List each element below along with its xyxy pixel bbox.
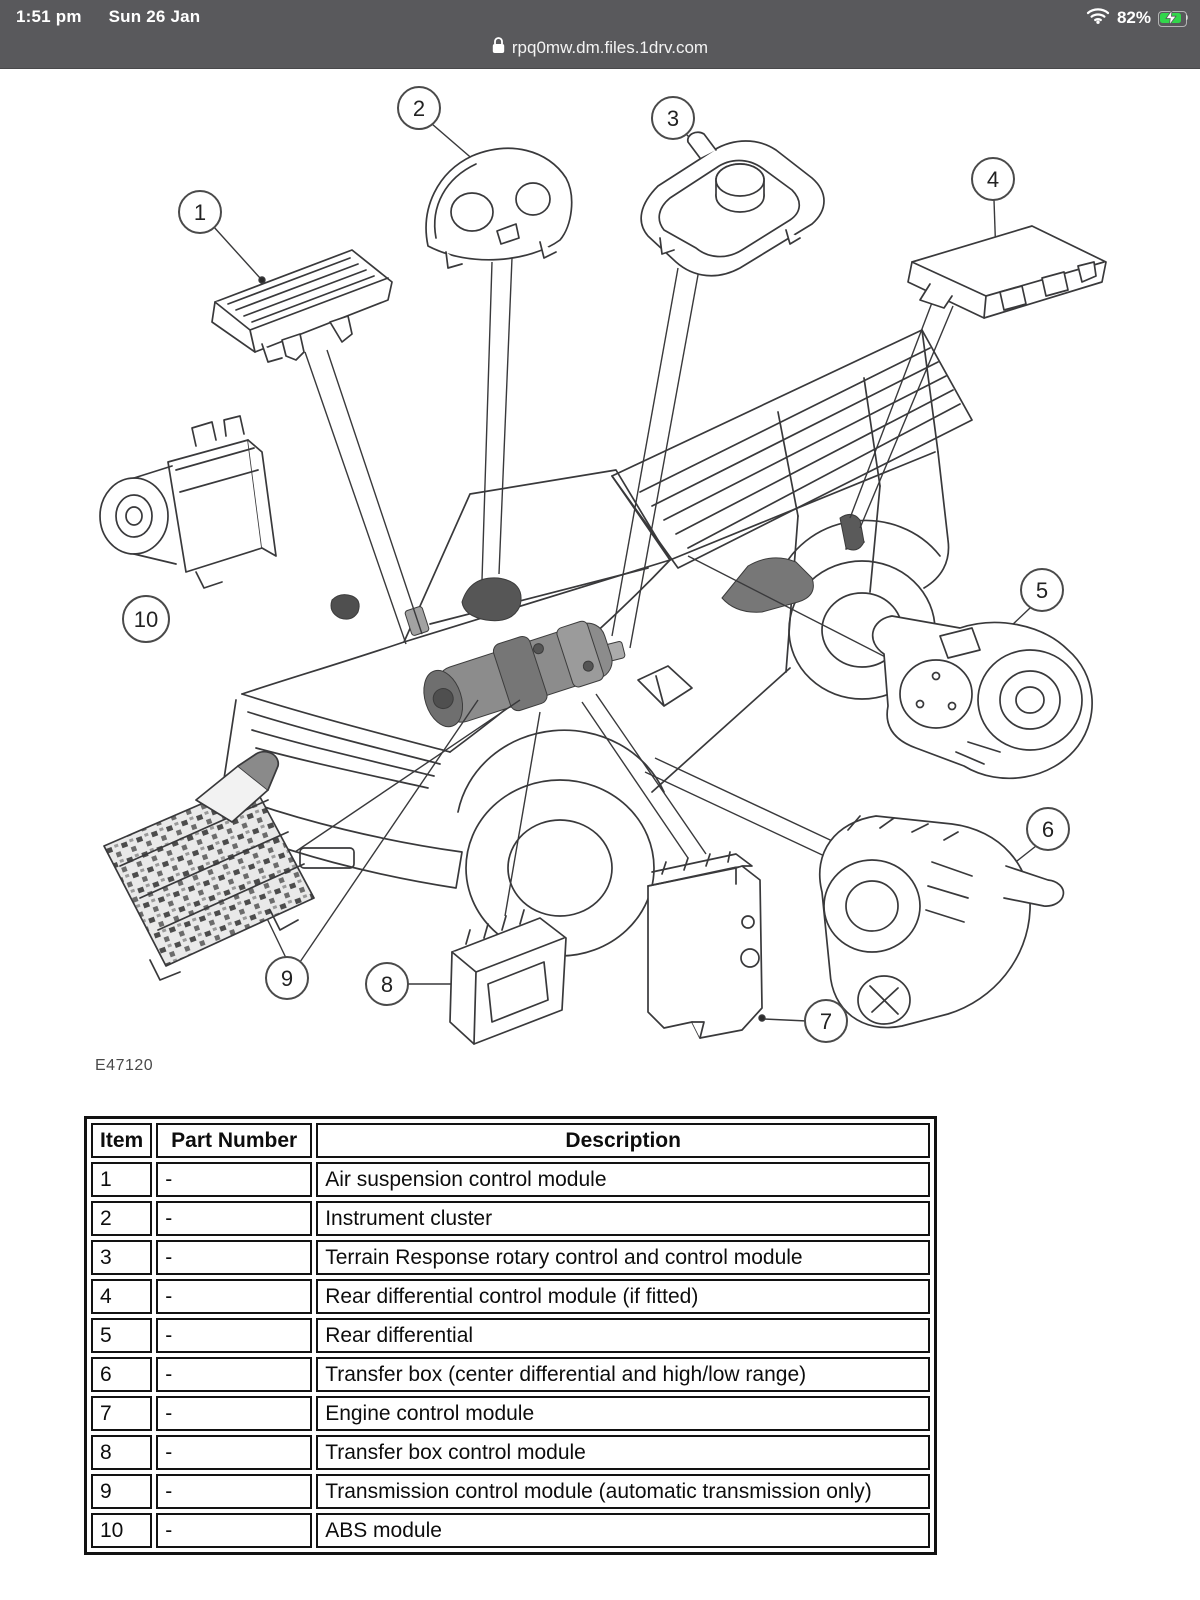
table-row: 7-Engine control module: [91, 1396, 931, 1431]
transfer-box-art: [818, 815, 1065, 1029]
hood-module-blob: [330, 594, 360, 620]
instrument-cluster-art: [425, 147, 573, 269]
rear-differential-control-module-art: [907, 225, 1107, 319]
callout-3: 3: [651, 96, 695, 140]
description-cell: Transmission control module (automatic t…: [316, 1474, 931, 1509]
status-row: 1:51 pm Sun 26 Jan 82%: [0, 0, 1200, 30]
item-cell: 2: [91, 1201, 153, 1236]
air-suspension-control-module-art: [211, 249, 393, 363]
rear-differential-art: [871, 615, 1093, 780]
svg-text:9: 9: [281, 966, 293, 991]
abs-module-art: [99, 415, 277, 589]
table-row: 2-Instrument cluster: [91, 1201, 931, 1236]
table-row: 1-Air suspension control module: [91, 1162, 931, 1197]
table-row: 6-Transfer box (center differential and …: [91, 1357, 931, 1392]
description-cell: Rear differential control module (if fit…: [316, 1279, 931, 1314]
cowl-module-blob: [461, 577, 522, 622]
item-cell: 6: [91, 1357, 153, 1392]
item-cell: 9: [91, 1474, 153, 1509]
transmission-control-module-art: [103, 750, 315, 981]
vehicle-module-location-diagram: 1 2 3 4 5 6 7 8 9 10 E47120: [95, 86, 1107, 1074]
part-number-cell: -: [156, 1240, 313, 1275]
svg-text:7: 7: [820, 1009, 832, 1034]
svg-text:5: 5: [1036, 578, 1048, 603]
description-cell: Instrument cluster: [316, 1201, 931, 1236]
table-row: 4-Rear differential control module (if f…: [91, 1279, 931, 1314]
vehicle-outline: [213, 329, 973, 957]
callout-2: 2: [397, 86, 441, 130]
callout-1: 1: [178, 190, 222, 234]
part-number-cell: -: [156, 1318, 313, 1353]
part-number-cell: -: [156, 1513, 313, 1548]
callout-9: 9: [265, 956, 309, 1000]
svg-text:8: 8: [381, 972, 393, 997]
table-row: 3-Terrain Response rotary control and co…: [91, 1240, 931, 1275]
description-cell: Air suspension control module: [316, 1162, 931, 1197]
url-domain: rpq0mw.dm.files.1drv.com: [511, 38, 709, 57]
table-row: 10-ABS module: [91, 1513, 931, 1548]
svg-text:2: 2: [413, 96, 425, 121]
part-number-cell: -: [156, 1162, 313, 1197]
header-part-number: Part Number: [156, 1123, 313, 1158]
description-cell: ABS module: [316, 1513, 931, 1548]
part-number-cell: -: [156, 1201, 313, 1236]
item-cell: 4: [91, 1279, 153, 1314]
item-cell: 8: [91, 1435, 153, 1470]
engine-control-module-art: [647, 851, 763, 1039]
item-cell: 5: [91, 1318, 153, 1353]
description-cell: Transfer box (center differential and hi…: [316, 1357, 931, 1392]
part-number-cell: -: [156, 1435, 313, 1470]
svg-text:4: 4: [987, 167, 999, 192]
item-cell: 10: [91, 1513, 153, 1548]
battery-icon: [1158, 8, 1188, 28]
callout-8: 8: [365, 962, 409, 1006]
rear-door-module-blob: [721, 557, 814, 613]
callout-4: 4: [971, 157, 1015, 201]
table-row: 9-Transmission control module (automatic…: [91, 1474, 931, 1509]
callouts: 1 2 3 4 5 6 7 8 9 10: [122, 86, 1070, 1043]
terrain-response-control-art: [640, 131, 825, 277]
in-situ-module-markers: [330, 514, 865, 728]
part-number-cell: -: [156, 1279, 313, 1314]
description-cell: Rear differential: [316, 1318, 931, 1353]
figure-code: E47120: [95, 1057, 153, 1074]
part-number-cell: -: [156, 1357, 313, 1392]
table-row: 8-Transfer box control module: [91, 1435, 931, 1470]
item-cell: 7: [91, 1396, 153, 1431]
svg-text:1: 1: [194, 200, 206, 225]
svg-text:10: 10: [134, 607, 158, 632]
part-number-cell: -: [156, 1396, 313, 1431]
callout-5: 5: [1020, 568, 1064, 612]
status-date: Sun 26 Jan: [108, 7, 201, 26]
description-cell: Engine control module: [316, 1396, 931, 1431]
table-header-row: Item Part Number Description: [91, 1123, 931, 1158]
header-description: Description: [316, 1123, 931, 1158]
item-cell: 1: [91, 1162, 153, 1197]
svg-text:6: 6: [1042, 817, 1054, 842]
header-item: Item: [91, 1123, 153, 1158]
quarter-module-blob: [839, 514, 865, 551]
description-cell: Transfer box control module: [316, 1435, 931, 1470]
callout-10: 10: [122, 595, 170, 643]
parts-table-container: Item Part Number Description 1-Air suspe…: [84, 1116, 938, 1555]
ios-status-bar: 1:51 pm Sun 26 Jan 82%: [0, 0, 1200, 69]
url-bar[interactable]: rpq0mw.dm.files.1drv.com: [0, 30, 1200, 66]
part-number-cell: -: [156, 1474, 313, 1509]
item-cell: 3: [91, 1240, 153, 1275]
transfer-box-control-module-art: [449, 909, 567, 1045]
engine-assembly-blob: [423, 620, 613, 728]
charging-bolt-icon: [1165, 8, 1177, 28]
description-cell: Terrain Response rotary control and cont…: [316, 1240, 931, 1275]
table-row: 5-Rear differential: [91, 1318, 931, 1353]
clock: 1:51 pm Sun 26 Jan: [16, 7, 200, 27]
status-time: 1:51 pm: [16, 7, 82, 26]
parts-table: Item Part Number Description 1-Air suspe…: [84, 1116, 938, 1555]
callout-7: 7: [804, 999, 848, 1043]
svg-text:3: 3: [667, 106, 679, 131]
lock-icon: [492, 37, 505, 59]
callout-6: 6: [1026, 807, 1070, 851]
battery-percent: 82%: [1116, 7, 1151, 27]
wifi-icon: [1086, 6, 1110, 29]
